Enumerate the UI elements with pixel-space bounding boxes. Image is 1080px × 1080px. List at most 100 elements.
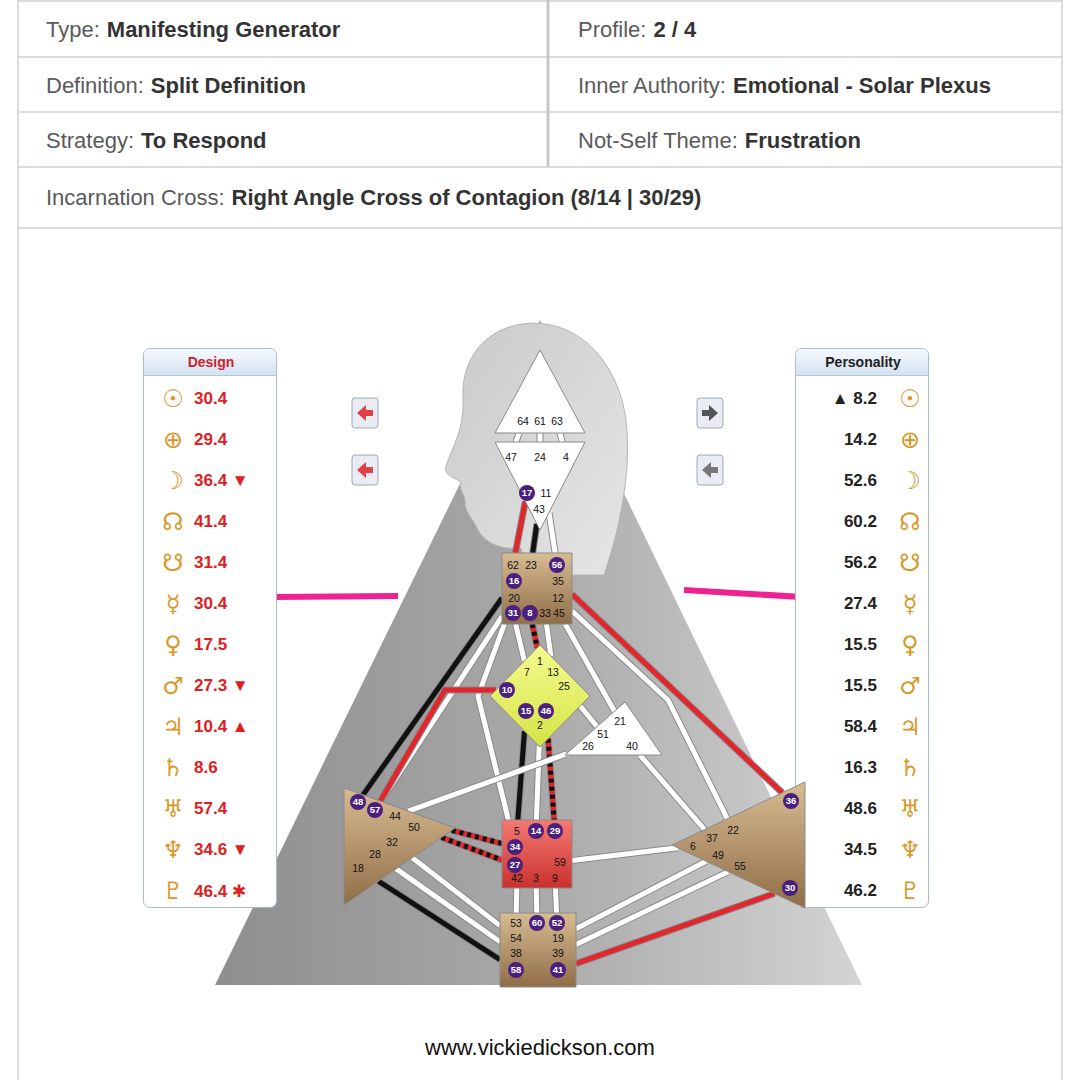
channel xyxy=(533,524,537,553)
planet-symbol: ♇ xyxy=(899,877,921,905)
activation-value: 30.4 xyxy=(194,594,227,614)
table-value: Manifesting Generator xyxy=(107,17,340,43)
channel-fill xyxy=(640,755,705,830)
center-outline xyxy=(565,702,662,755)
active-gate: 17 xyxy=(519,485,535,501)
activation-value: 46.4 ✱ xyxy=(194,881,246,902)
channel xyxy=(555,888,556,913)
active-gate: 34 xyxy=(507,839,523,855)
active-gate: 31 xyxy=(505,605,521,621)
table-key: Incarnation Cross: xyxy=(46,185,225,211)
table-value: 2 / 4 xyxy=(653,17,696,43)
table-key: Profile: xyxy=(578,17,646,43)
planet-symbol: ☽ xyxy=(899,467,921,495)
planet-symbol: ♀ xyxy=(901,631,919,659)
gate-number: 61 xyxy=(533,413,547,429)
gate-number: 24 xyxy=(533,449,547,465)
active-gate: 30 xyxy=(782,880,798,896)
channel xyxy=(560,433,562,442)
channel xyxy=(516,433,519,442)
channel-fill xyxy=(515,501,525,553)
gate-number: 55 xyxy=(733,858,747,874)
gate-number: 22 xyxy=(726,822,740,838)
activation-value: 41.4 xyxy=(194,512,227,532)
channel xyxy=(516,888,518,913)
channel-outline xyxy=(536,746,539,820)
gate-number: 9 xyxy=(548,870,562,886)
channel xyxy=(515,501,525,553)
gate-number: 12 xyxy=(551,590,565,606)
active-gate: 15 xyxy=(518,703,534,719)
table-key: Definition: xyxy=(46,73,144,99)
gate-number: 35 xyxy=(551,573,565,589)
channel-outline xyxy=(516,433,519,442)
active-gate: 27 xyxy=(507,857,523,873)
gate-number: 44 xyxy=(388,808,402,824)
planet-symbol: ☿ xyxy=(166,590,181,618)
panel-heading: Personality xyxy=(825,354,900,370)
gate-number: 28 xyxy=(368,846,382,862)
channel xyxy=(548,739,554,820)
gate-number: 4 xyxy=(559,449,573,465)
gate-number: 32 xyxy=(385,834,399,850)
head-silhouette xyxy=(446,323,628,575)
active-gate: 29 xyxy=(547,823,563,839)
channel-fill xyxy=(576,894,774,964)
planet-symbol: ♃ xyxy=(162,713,184,741)
planet-symbol: ⊕ xyxy=(163,426,183,454)
active-gate: 48 xyxy=(350,794,366,810)
gate-number: 40 xyxy=(625,738,639,754)
energy-center: 3663722495530 xyxy=(670,780,807,910)
planet-symbol: ♂ xyxy=(899,672,921,700)
channel xyxy=(532,624,537,648)
planet-symbol: ♇ xyxy=(162,877,184,905)
channel-fill xyxy=(536,746,539,820)
activation-value: 27.4 xyxy=(844,594,877,614)
active-gate: 46 xyxy=(538,703,554,719)
channel-fill xyxy=(514,888,520,913)
planet-symbol: ⊕ xyxy=(900,426,920,454)
gate-number: 23 xyxy=(524,557,538,573)
channel xyxy=(549,512,555,553)
gate-number: 26 xyxy=(581,738,595,754)
gate-number: 19 xyxy=(551,930,565,946)
table-value: Right Angle Cross of Contagion (8/14 | 3… xyxy=(232,185,702,211)
gate-number: 50 xyxy=(407,819,421,835)
activation-value: 48.6 xyxy=(844,799,877,819)
gate-number: 7 xyxy=(520,664,534,680)
channel-outline xyxy=(555,888,556,913)
panel-heading: Design xyxy=(188,354,235,370)
channel-fill xyxy=(533,524,537,553)
channel-hatch xyxy=(532,624,537,648)
gate-number: 11 xyxy=(539,485,553,501)
planet-symbol: ♅ xyxy=(162,795,184,823)
gate-number: 1 xyxy=(533,653,547,669)
channel-fill xyxy=(549,512,555,553)
planet-symbol: ♃ xyxy=(899,713,921,741)
planet-symbol: ☉ xyxy=(162,385,184,413)
active-gate: 16 xyxy=(506,573,522,589)
energy-center: 48574450322818 xyxy=(342,786,457,908)
channel-fill xyxy=(572,594,782,793)
planet-symbol: ♆ xyxy=(899,836,921,864)
gate-number: 37 xyxy=(705,830,719,846)
activation-value: 16.3 xyxy=(844,758,877,778)
channel xyxy=(478,624,508,820)
gate-number: 47 xyxy=(504,449,518,465)
planet-symbol: ☊ xyxy=(899,508,920,536)
activation-panel: Personality▲ 8.2☉14.2⊕52.6☽60.2☊56.2☋27.… xyxy=(795,348,929,908)
gate-number: 33 xyxy=(538,605,552,621)
gate-number: 6 xyxy=(686,838,700,854)
channel-outline xyxy=(549,512,555,553)
gate-number: 64 xyxy=(516,413,530,429)
gate-number: 53 xyxy=(509,915,523,931)
activation-value: 27.3 ▼ xyxy=(194,676,249,696)
active-gate: 10 xyxy=(499,682,515,698)
channel-fill xyxy=(518,731,525,820)
energy-center: 514293427594239 xyxy=(502,820,572,888)
gate-number: 21 xyxy=(613,713,627,729)
activation-value: 34.5 xyxy=(844,840,877,860)
activation-value: 56.2 xyxy=(844,553,877,573)
channel-outline xyxy=(546,624,550,656)
gate-number: 2 xyxy=(533,717,547,733)
